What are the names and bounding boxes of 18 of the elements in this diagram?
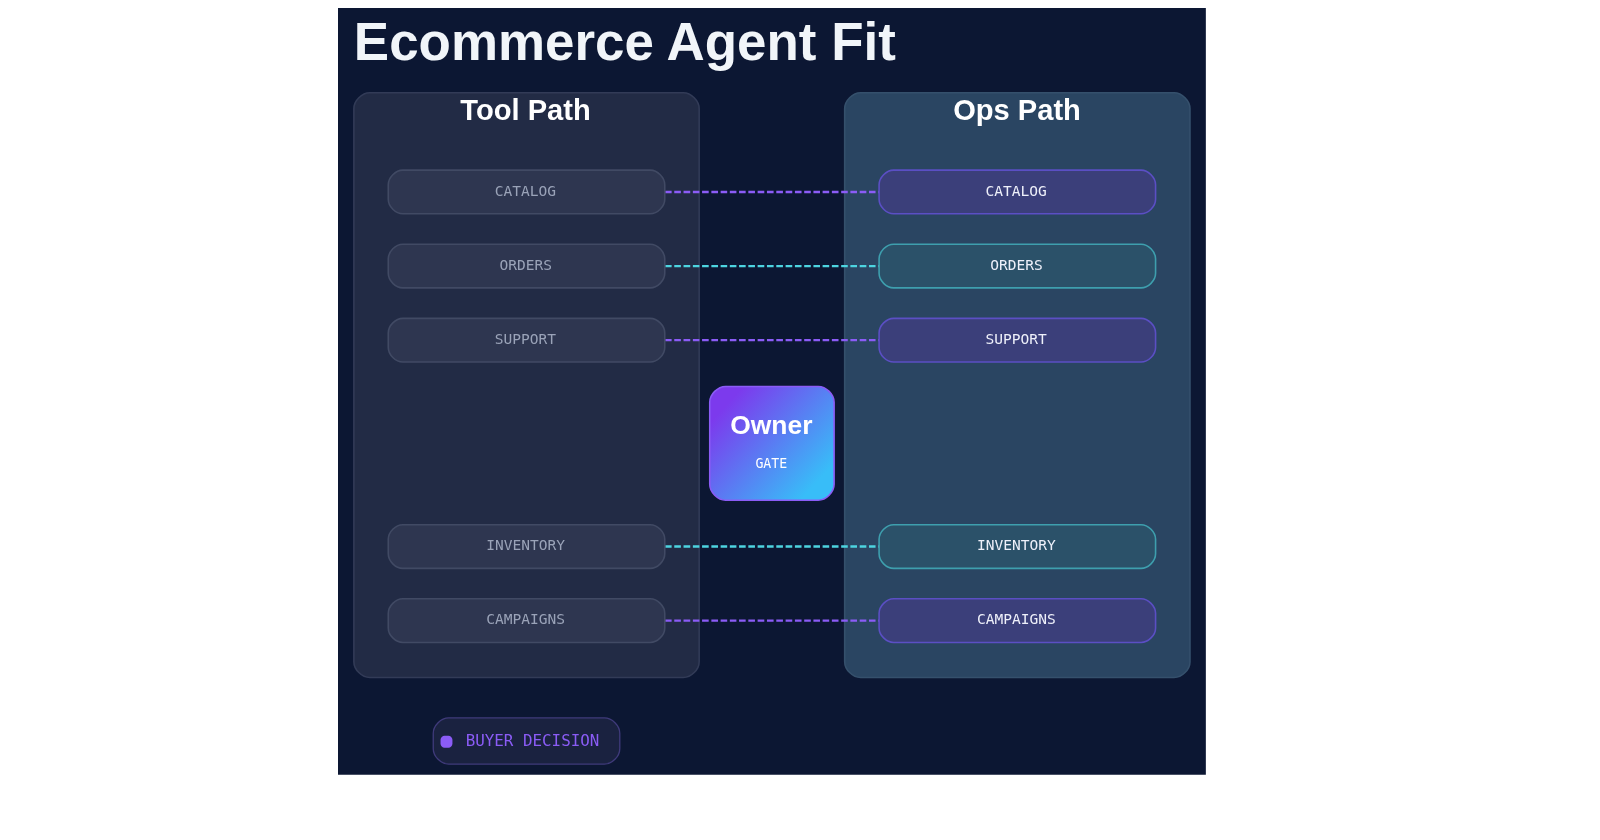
node-box: Owner GATE [708, 385, 835, 502]
connector [664, 264, 879, 268]
node-box: ORDERS [877, 243, 1156, 289]
connector [664, 190, 879, 194]
node-box: ORDERS [386, 243, 666, 289]
label: BUYER DECISION [465, 730, 599, 750]
node-box: CAMPAIGNS [386, 598, 666, 644]
node-box: INVENTORY [877, 523, 1156, 570]
diagram-title: Ecommerce Agent Fit [353, 11, 896, 71]
node-box: SUPPORT [386, 317, 666, 363]
connector [664, 545, 879, 548]
connector [664, 338, 879, 342]
node-box: CATALOG [386, 169, 666, 215]
connector [664, 619, 879, 622]
node-box: INVENTORY [386, 523, 666, 570]
node-box: CATALOG [877, 169, 1156, 215]
node-box: CAMPAIGNS [877, 598, 1156, 644]
node-box: SUPPORT [877, 317, 1156, 363]
